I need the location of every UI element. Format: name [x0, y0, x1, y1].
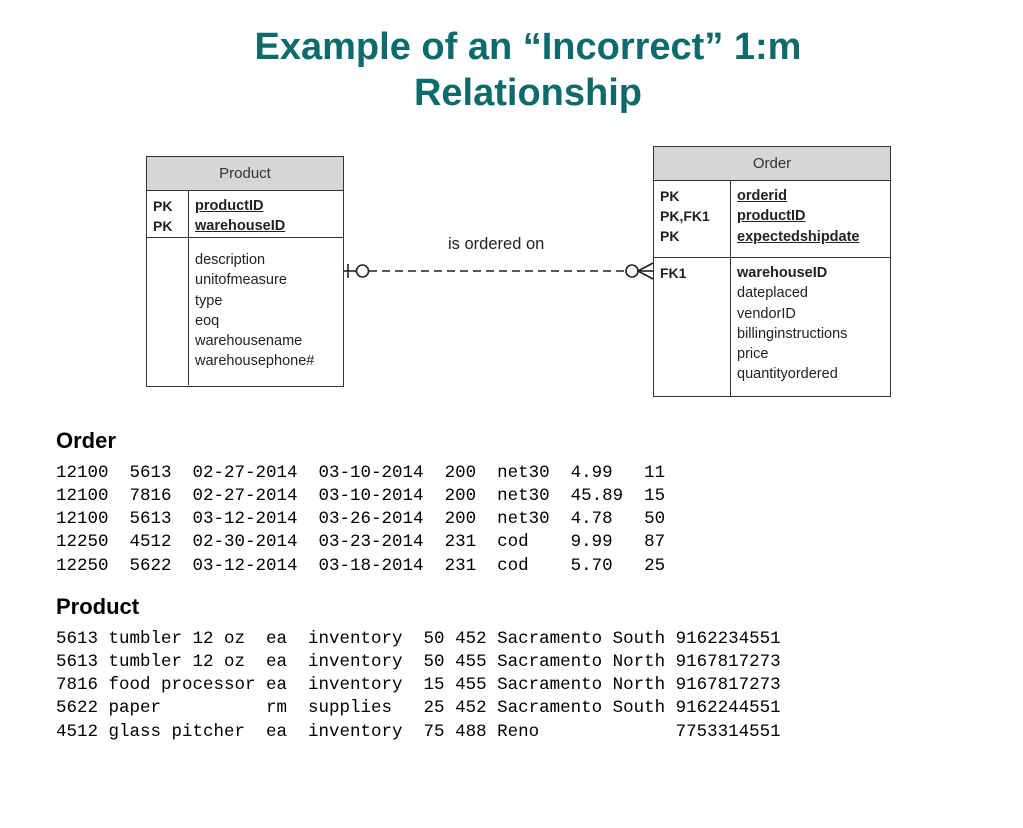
order-attribute: billinginstructions [737, 325, 848, 342]
order-fk-warehouseid: warehouseID [737, 265, 828, 281]
title-line-2: Relationship [413, 72, 643, 114]
relationship-label: is ordered on [448, 235, 545, 253]
order-data-row: 12250 4512 02-30-2014 03-23-2014 231 cod… [56, 532, 666, 552]
product-data-row: 5622 paper rm supplies 25 452 Sacramento… [56, 698, 781, 718]
product-key-label: PK [153, 198, 173, 214]
product-attribute: warehousephone# [195, 353, 315, 370]
product-key-section: PK PK productID warehouseID [147, 191, 343, 238]
product-key-productid: productID [195, 198, 264, 214]
order-key-section: PK PK,FK1 PK orderid productID expecteds… [654, 181, 890, 258]
order-attribute: quantityordered [737, 366, 838, 383]
order-data-row: 12100 5613 02-27-2014 03-10-2014 200 net… [56, 463, 666, 483]
order-key-orderid: orderid [737, 188, 787, 204]
order-key-label: PK,FK1 [660, 208, 710, 224]
product-attribute: warehousename [195, 333, 303, 350]
order-table-title: Order [56, 428, 116, 453]
page-title: Example of an “Incorrect” 1:m Relationsh… [0, 24, 1023, 116]
product-entity: Product PK PK productID warehouseID desc… [146, 156, 344, 387]
crows-foot-upper [637, 262, 654, 272]
product-data-row: 5613 tumbler 12 oz ea inventory 50 452 S… [56, 629, 781, 649]
order-key-expectedshipdate: expectedshipdate [737, 228, 860, 245]
product-data-row: 5613 tumbler 12 oz ea inventory 50 455 S… [56, 652, 781, 672]
order-data-row: 12250 5622 03-12-2014 03-18-2014 231 cod… [56, 556, 666, 576]
order-key-label: PK [660, 228, 680, 244]
order-fk-label: FK1 [660, 265, 687, 281]
optional-circle-right [625, 264, 639, 278]
product-entity-name: Product [147, 157, 343, 191]
product-attribute: type [195, 292, 223, 309]
product-key-label: PK [153, 218, 173, 234]
product-attribute: description [195, 252, 266, 268]
product-table-title: Product [56, 594, 140, 619]
order-data-row: 12100 7816 02-27-2014 03-10-2014 200 net… [56, 486, 666, 506]
order-key-label: PK [660, 188, 680, 204]
title-line-1: Example of an “Incorrect” 1:m [254, 26, 802, 68]
order-entity: Order PK PK,FK1 PK orderid productID exp… [653, 146, 891, 397]
optional-circle-left [355, 264, 370, 278]
order-attribute: price [737, 346, 769, 363]
product-attribute-section: description unitofmeasure type eoq wareh… [147, 238, 343, 385]
product-attribute: unitofmeasure [195, 272, 287, 289]
product-data-row: 7816 food processor ea inventory 15 455 … [56, 675, 781, 695]
order-entity-name: Order [654, 147, 890, 181]
product-data-row: 4512 glass pitcher ea inventory 75 488 R… [56, 722, 781, 742]
order-attribute-section: FK1 warehouseID dateplaced vendorID bill… [654, 258, 890, 396]
order-key-productid: productID [737, 208, 806, 225]
order-attribute: vendorID [737, 305, 796, 322]
order-attribute: dateplaced [737, 285, 808, 302]
product-attribute: eoq [195, 312, 220, 329]
order-data-row: 12100 5613 03-12-2014 03-26-2014 200 net… [56, 509, 666, 529]
product-key-warehouseid: warehouseID [195, 218, 286, 235]
crows-foot-lower [637, 270, 654, 280]
